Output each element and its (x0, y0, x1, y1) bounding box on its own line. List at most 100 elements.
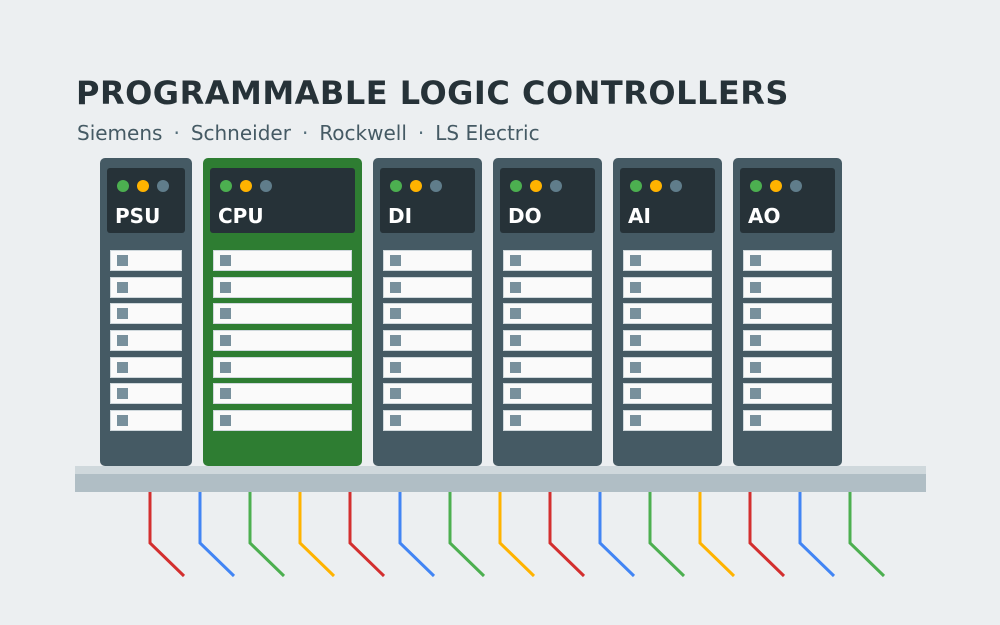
wire-yellow (698, 492, 736, 578)
io-terminal (743, 250, 832, 271)
module-label: AO (748, 204, 781, 228)
terminal-screw-icon (510, 308, 521, 319)
io-terminal (110, 383, 182, 404)
module-label: PSU (115, 204, 161, 228)
io-terminal (623, 410, 712, 431)
status-led-amber (770, 180, 782, 192)
io-terminal (503, 330, 592, 351)
terminal-screw-icon (117, 415, 128, 426)
terminal-screw-icon (390, 255, 401, 266)
io-terminal (110, 250, 182, 271)
io-terminal (743, 357, 832, 378)
io-terminal (383, 303, 472, 324)
io-terminal (110, 357, 182, 378)
io-terminal (743, 383, 832, 404)
status-led-green (390, 180, 402, 192)
terminal-screw-icon (390, 335, 401, 346)
din-rail-top (75, 466, 926, 474)
io-terminal (743, 410, 832, 431)
module-header: PSU (107, 168, 185, 233)
io-terminal (623, 277, 712, 298)
terminal-screw-icon (630, 415, 641, 426)
terminal-screw-icon (750, 415, 761, 426)
io-terminal (383, 357, 472, 378)
wire-green (648, 492, 686, 578)
terminal-screw-icon (630, 308, 641, 319)
io-terminal (383, 330, 472, 351)
io-terminal (110, 277, 182, 298)
io-terminal (503, 303, 592, 324)
separator: · (173, 121, 180, 145)
io-terminal (623, 383, 712, 404)
terminal-screw-icon (220, 282, 231, 293)
status-led-green (117, 180, 129, 192)
io-terminal (743, 303, 832, 324)
module-ai: AI (613, 158, 722, 466)
brand-ls-electric: LS Electric (435, 121, 540, 145)
module-cpu: CPU (203, 158, 362, 466)
io-terminal (743, 330, 832, 351)
module-label: DO (508, 204, 542, 228)
io-terminal (623, 330, 712, 351)
brand-siemens: Siemens (77, 121, 163, 145)
terminal-screw-icon (630, 282, 641, 293)
module-header: AI (620, 168, 715, 233)
separator: · (301, 121, 309, 145)
module-do: DO (493, 158, 602, 466)
io-terminal (213, 303, 352, 324)
io-terminal (383, 250, 472, 271)
status-led-off (430, 180, 442, 192)
terminal-screw-icon (510, 415, 521, 426)
brand-schneider: Schneider (190, 121, 291, 145)
terminal-screw-icon (750, 335, 761, 346)
page-title: PROGRAMMABLE LOGIC CONTROLLERS (76, 74, 789, 112)
wire-red (348, 492, 386, 578)
wire-red (148, 492, 186, 578)
module-psu: PSU (100, 158, 192, 466)
wire-red (748, 492, 786, 578)
terminal-screw-icon (117, 282, 128, 293)
io-terminal (213, 250, 352, 271)
terminal-screw-icon (220, 308, 231, 319)
io-terminal (503, 277, 592, 298)
io-terminal (213, 383, 352, 404)
terminal-screw-icon (390, 415, 401, 426)
separator: · (417, 121, 425, 145)
terminal-screw-icon (750, 282, 761, 293)
brand-rockwell: Rockwell (319, 121, 407, 145)
wire-green (248, 492, 286, 578)
status-led-off (670, 180, 682, 192)
terminal-screw-icon (750, 388, 761, 399)
wire-blue (398, 492, 436, 578)
brand-list: Siemens · Schneider · Rockwell · LS Electric (77, 121, 540, 145)
terminal-screw-icon (510, 362, 521, 373)
terminal-screw-icon (220, 362, 231, 373)
terminal-screw-icon (630, 362, 641, 373)
terminal-screw-icon (220, 255, 231, 266)
terminal-screw-icon (630, 255, 641, 266)
io-terminal (503, 357, 592, 378)
status-led-green (220, 180, 232, 192)
terminal-screw-icon (750, 308, 761, 319)
terminal-screw-icon (390, 308, 401, 319)
terminal-screw-icon (220, 335, 231, 346)
io-terminal (383, 410, 472, 431)
terminal-screw-icon (390, 362, 401, 373)
io-terminal (623, 303, 712, 324)
terminal-screw-icon (510, 282, 521, 293)
terminal-screw-icon (390, 388, 401, 399)
io-terminal (110, 330, 182, 351)
io-terminal (503, 250, 592, 271)
io-terminal (213, 410, 352, 431)
io-terminal (213, 357, 352, 378)
status-led-off (550, 180, 562, 192)
io-terminal (213, 330, 352, 351)
status-led-green (510, 180, 522, 192)
io-terminal (110, 410, 182, 431)
status-led-amber (650, 180, 662, 192)
wire-blue (198, 492, 236, 578)
terminal-screw-icon (117, 308, 128, 319)
status-led-green (630, 180, 642, 192)
io-terminal (383, 277, 472, 298)
wire-green (448, 492, 486, 578)
